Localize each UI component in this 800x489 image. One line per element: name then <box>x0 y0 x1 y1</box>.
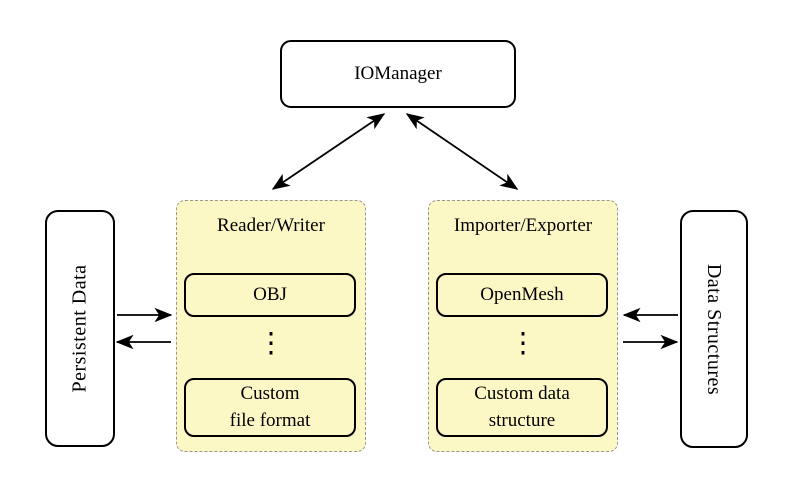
node-data-structures-label: Data Structures <box>703 263 726 395</box>
panel-importer-exporter-title: Importer/Exporter <box>453 215 593 236</box>
panel-reader-writer: Reader/Writer OBJ ⋮ Custom file format <box>176 200 366 452</box>
node-data-structures: Data Structures <box>680 210 748 448</box>
node-obj: OBJ <box>184 273 356 317</box>
node-openmesh: OpenMesh <box>436 273 608 317</box>
panel-importer-exporter: Importer/Exporter OpenMesh ⋮ Custom data… <box>428 200 618 452</box>
arrow-iomanager-readerwriter <box>271 113 386 190</box>
node-custom-data-structure-line2: structure <box>488 409 556 431</box>
node-iomanager-label: IOManager <box>354 63 442 84</box>
node-custom-file-format-line2: file format <box>229 409 311 431</box>
node-iomanager: IOManager <box>280 40 516 108</box>
node-obj-label: OBJ <box>253 283 287 305</box>
panel-reader-writer-title: Reader/Writer <box>217 215 325 236</box>
arrow-iomanager-importerexporter <box>405 113 519 190</box>
node-persistent-data-label: Persistent Data <box>68 264 91 393</box>
node-openmesh-label: OpenMesh <box>480 283 564 305</box>
node-persistent-data: Persistent Data <box>45 210 115 447</box>
vdots-icon: ⋮ <box>509 326 537 359</box>
node-custom-file-format: Custom file format <box>184 378 356 437</box>
node-custom-data-structure-line1: Custom data <box>474 382 570 404</box>
node-custom-data-structure: Custom data structure <box>436 378 608 437</box>
node-custom-file-format-line1: Custom <box>240 382 300 404</box>
vdots-icon: ⋮ <box>257 326 285 359</box>
